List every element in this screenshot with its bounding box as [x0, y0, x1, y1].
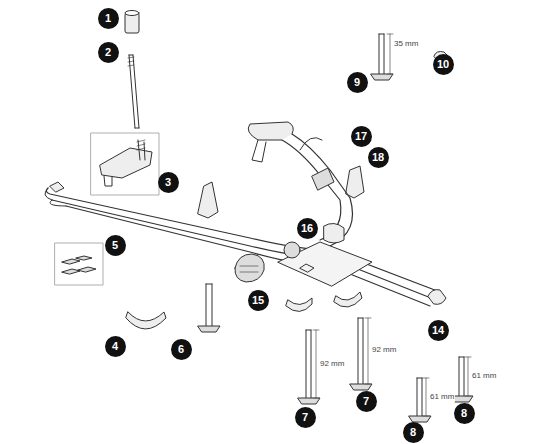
callout-number: 7 — [356, 391, 377, 412]
callout-number: 10 — [433, 54, 454, 75]
callout-number: 2 — [98, 42, 119, 63]
callout-number: 17 — [351, 126, 372, 147]
callout-number: 1 — [98, 8, 119, 29]
callout-number: 3 — [158, 172, 179, 193]
dimension-label: 61 mm — [471, 371, 497, 381]
callout-number: 18 — [368, 147, 389, 168]
callout-number: 16 — [297, 218, 318, 239]
dimension-label: 92 mm — [371, 345, 397, 355]
callout-number: 8 — [454, 403, 475, 424]
callout-number: 14 — [428, 320, 449, 341]
callout-number: 7 — [295, 407, 316, 428]
callout-number: 8 — [403, 422, 424, 443]
callout-number: 6 — [171, 339, 192, 360]
callout-number: 5 — [105, 235, 126, 256]
dimension-label: 61 mm — [429, 392, 455, 402]
callout-number: 15 — [248, 290, 269, 311]
dimension-label: 92 mm — [319, 359, 345, 369]
dimension-label: 35 mm — [393, 39, 419, 49]
callout-number: 9 — [347, 72, 368, 93]
callout-number: 4 — [105, 336, 126, 357]
